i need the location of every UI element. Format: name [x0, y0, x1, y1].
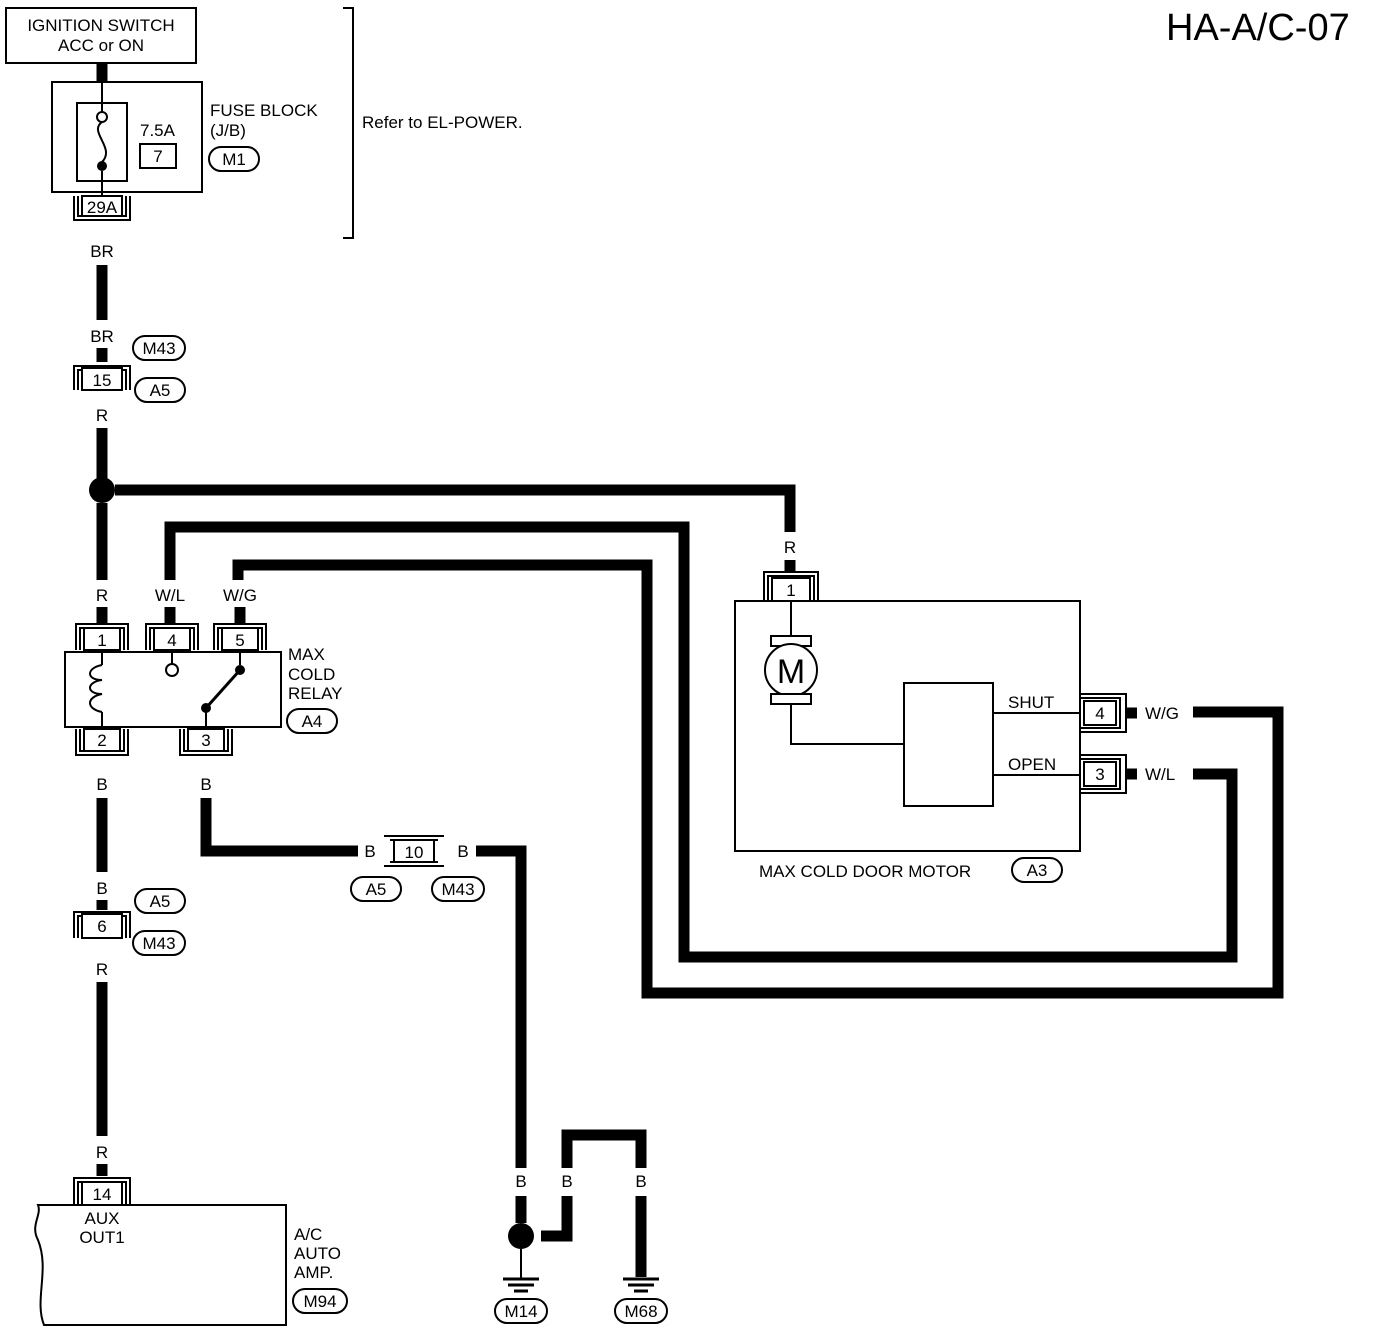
connector-10-ref-b: M43 — [441, 880, 474, 899]
svg-text:3: 3 — [1095, 765, 1104, 784]
svg-text:15: 15 — [93, 371, 112, 390]
amp-terminal-2: OUT1 — [79, 1228, 124, 1247]
max-cold-door-motor: 1 M SHUT OPEN 4 3 MAX COLD DOOR MOTOR A3 — [734, 571, 1127, 883]
amp-label-3: AMP. — [294, 1263, 333, 1282]
wire-label-r-above-14: R — [96, 1143, 108, 1162]
ground-m14: M14 — [494, 1277, 548, 1324]
motor-shut-label: SHUT — [1008, 693, 1054, 712]
motor-ref: A3 — [1027, 861, 1048, 880]
wire-label-b-above-6: B — [96, 879, 107, 898]
wire-label-wg-relay: W/G — [223, 586, 257, 605]
fuse-element-icon — [97, 161, 107, 171]
splice-point — [89, 477, 115, 503]
wire-label-b-right-10: B — [457, 842, 468, 861]
relay-label-1: MAX — [288, 645, 325, 664]
wire-label-r-after-15: R — [96, 406, 108, 425]
wire-label-b-ground1: B — [515, 1172, 526, 1191]
svg-text:2: 2 — [97, 731, 106, 750]
ground-icon — [503, 1277, 539, 1293]
ground-splice — [508, 1223, 534, 1249]
wire-label-wl-relay: W/L — [155, 586, 185, 605]
wire-label-b-ground2: B — [635, 1172, 646, 1191]
relay-ref: A4 — [302, 712, 323, 731]
power-bracket — [343, 7, 354, 239]
motor-open-label: OPEN — [1008, 755, 1056, 774]
relay-coil-icon — [89, 664, 103, 713]
connector-6: 6 A5 M43 — [73, 888, 186, 956]
connector-15-ref-b: A5 — [150, 381, 171, 400]
svg-text:3: 3 — [201, 731, 210, 750]
wire-label-r-relay: R — [96, 586, 108, 605]
wire-label-wg-motor: W/G — [1145, 704, 1179, 723]
motor-symbol: M — [777, 653, 805, 691]
wire-label-br-top: BR — [90, 242, 114, 261]
max-cold-relay: 1 4 5 2 3 MAX COLD RELAY A4 — [64, 623, 343, 756]
wire-label-wl-motor: W/L — [1145, 765, 1175, 784]
ground-icon — [623, 1277, 659, 1293]
svg-text:4: 4 — [1095, 704, 1104, 723]
wire-label-r-motor: R — [784, 538, 796, 557]
fuse-number: 7 — [153, 147, 162, 166]
ac-auto-amp: 14 AUX OUT1 A/C AUTO AMP. M94 — [34, 1177, 348, 1326]
amp-label-1: A/C — [294, 1225, 322, 1244]
svg-text:29A: 29A — [87, 198, 118, 217]
wire-label-b-relay-2: B — [96, 775, 107, 794]
svg-text:10: 10 — [405, 843, 424, 862]
fuse-block-ref: M1 — [222, 150, 246, 169]
wire-label-b-jumper: B — [561, 1172, 572, 1191]
svg-text:4: 4 — [167, 631, 176, 650]
relay-switch-arm-icon — [204, 668, 242, 710]
page-code: HA-A/C-07 — [1166, 7, 1350, 49]
amp-label-2: AUTO — [294, 1244, 341, 1263]
connector-29a: 29A — [73, 195, 131, 221]
amp-ref: M94 — [303, 1292, 336, 1311]
relay-label-2: COLD — [288, 665, 335, 684]
ignition-switch: IGNITION SWITCH ACC or ON — [5, 7, 197, 64]
svg-text:6: 6 — [97, 917, 106, 936]
svg-text:5: 5 — [235, 631, 244, 650]
connector-10: 10 A5 M43 — [350, 835, 485, 902]
svg-text:1: 1 — [786, 581, 795, 600]
motor-name: MAX COLD DOOR MOTOR — [759, 862, 971, 881]
refer-note: Refer to EL-POWER. — [362, 113, 523, 132]
fuse-rating: 7.5A — [140, 121, 176, 140]
connector-14-pin: 14 — [93, 1185, 112, 1204]
connector-6-ref-b: M43 — [142, 934, 175, 953]
ignition-switch-line1: IGNITION SWITCH — [27, 16, 174, 35]
ground-m14-ref: M14 — [504, 1302, 537, 1321]
connector-6-ref-a: A5 — [150, 892, 171, 911]
wire-label-r-below-6: R — [96, 960, 108, 979]
amp-terminal-1: AUX — [85, 1209, 120, 1228]
connector-10-ref-a: A5 — [366, 880, 387, 899]
ground-m68: M68 — [614, 1277, 668, 1324]
fuse-block-label-2: (J/B) — [210, 121, 246, 140]
connector-15: 15 M43 A5 — [73, 335, 186, 403]
fuse-block-label-1: FUSE BLOCK — [210, 101, 318, 120]
fuse-block: 7.5A 7 FUSE BLOCK (J/B) M1 — [51, 81, 318, 200]
svg-text:1: 1 — [97, 631, 106, 650]
wire-label-br-lower: BR — [90, 327, 114, 346]
ignition-switch-line2: ACC or ON — [58, 36, 144, 55]
connector-15-ref-a: M43 — [142, 339, 175, 358]
relay-label-3: RELAY — [288, 684, 343, 703]
wire-label-b-left-10: B — [364, 842, 375, 861]
relay-contact-open-icon — [165, 663, 179, 677]
wire-label-b-relay-3: B — [200, 775, 211, 794]
ground-m68-ref: M68 — [624, 1302, 657, 1321]
